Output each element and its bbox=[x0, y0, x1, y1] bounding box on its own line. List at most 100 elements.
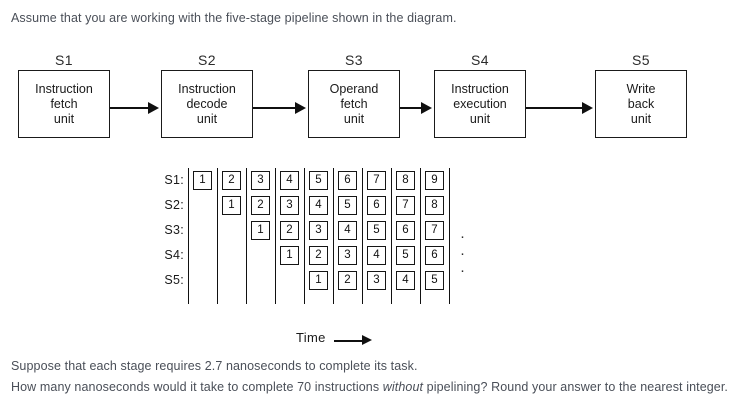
stage-box-text-line: unit bbox=[469, 111, 491, 126]
question-line-2: How many nanoseconds would it take to co… bbox=[11, 379, 728, 395]
stage-label-s4: S4 bbox=[471, 52, 489, 68]
pipeline-arrow-4 bbox=[526, 102, 595, 114]
timing-row-label-1: S1: bbox=[164, 173, 184, 187]
timing-column-rule bbox=[391, 168, 393, 304]
stage-box-text-line: Instruction bbox=[451, 81, 509, 96]
timing-cell: 6 bbox=[396, 221, 415, 240]
timing-column-rule bbox=[304, 168, 306, 304]
timing-cell: 7 bbox=[367, 171, 386, 190]
timing-column-rule bbox=[217, 168, 219, 304]
arrow-shaft bbox=[526, 107, 584, 109]
timing-cell: 6 bbox=[425, 246, 444, 265]
stage-label-s1: S1 bbox=[55, 52, 73, 68]
timing-column-rule bbox=[333, 168, 335, 304]
timing-cell: 9 bbox=[425, 171, 444, 190]
stage-box-text-line: unit bbox=[196, 111, 218, 126]
stage-box-text-line: unit bbox=[630, 111, 652, 126]
stage-box-text-line: decode bbox=[186, 96, 228, 111]
timing-cell: 7 bbox=[396, 196, 415, 215]
stage-box-text-line: back bbox=[627, 96, 655, 111]
timing-cell: 2 bbox=[280, 221, 299, 240]
timing-cell: 1 bbox=[280, 246, 299, 265]
pipeline-arrow-3 bbox=[400, 102, 434, 114]
timing-column-rule bbox=[275, 168, 277, 304]
timing-row-label-4: S4: bbox=[164, 248, 184, 262]
arrow-head-icon bbox=[421, 102, 432, 114]
stage-label-s3: S3 bbox=[345, 52, 363, 68]
timing-cell: 2 bbox=[338, 271, 357, 290]
timing-cell: 3 bbox=[280, 196, 299, 215]
timing-cell: 5 bbox=[396, 246, 415, 265]
timing-cell: 8 bbox=[396, 171, 415, 190]
timing-cell: 4 bbox=[396, 271, 415, 290]
timing-cell: 4 bbox=[280, 171, 299, 190]
timing-cell: 5 bbox=[309, 171, 328, 190]
pipeline-arrow-2 bbox=[253, 102, 308, 114]
timing-cell: 5 bbox=[367, 221, 386, 240]
timing-cell: 1 bbox=[222, 196, 241, 215]
timing-column-rule bbox=[188, 168, 190, 304]
stage-box-text-line: unit bbox=[53, 111, 75, 126]
timing-cell: 1 bbox=[309, 271, 328, 290]
timing-cell: 3 bbox=[367, 271, 386, 290]
timing-row-label-5: S5: bbox=[164, 273, 184, 287]
timing-row-labels: S1: S2: S3: S4: S5: bbox=[148, 168, 184, 293]
timing-cell: 2 bbox=[222, 171, 241, 190]
stage-box-text-line: Instruction bbox=[35, 81, 93, 96]
arrow-shaft bbox=[110, 107, 150, 109]
stage-box-text-line: unit bbox=[343, 111, 365, 126]
timing-cell: 3 bbox=[309, 221, 328, 240]
question-line-1: Suppose that each stage requires 2.7 nan… bbox=[11, 359, 418, 373]
stage-box-text-line: Write bbox=[626, 81, 656, 96]
stage-box-text-line: fetch bbox=[340, 96, 368, 111]
timing-cell: 4 bbox=[367, 246, 386, 265]
stage-label-s2: S2 bbox=[198, 52, 216, 68]
timing-cell: 7 bbox=[425, 221, 444, 240]
time-axis-label: Time bbox=[296, 330, 326, 345]
timing-cell: 2 bbox=[251, 196, 270, 215]
arrow-head-icon bbox=[295, 102, 306, 114]
question-line-2-post: pipelining? Round your answer to the nea… bbox=[423, 380, 728, 394]
timing-cell: 1 bbox=[251, 221, 270, 240]
timing-cell: 4 bbox=[309, 196, 328, 215]
time-arrow-shaft bbox=[334, 340, 366, 342]
stage-box-text-line: fetch bbox=[50, 96, 78, 111]
stage-box-text-line: Instruction bbox=[178, 81, 236, 96]
timing-cell: 3 bbox=[338, 246, 357, 265]
timing-cell: 5 bbox=[425, 271, 444, 290]
timing-cell: 2 bbox=[309, 246, 328, 265]
arrow-head-icon bbox=[582, 102, 593, 114]
stage-box-text-line: Operand bbox=[329, 81, 379, 96]
arrow-head-icon bbox=[148, 102, 159, 114]
timing-cell: 5 bbox=[338, 196, 357, 215]
arrow-shaft bbox=[253, 107, 297, 109]
timing-column-rule bbox=[449, 168, 451, 304]
timing-ellipsis: · · · bbox=[460, 228, 468, 279]
stage-label-s5: S5 bbox=[632, 52, 650, 68]
timing-row-label-2: S2: bbox=[164, 198, 184, 212]
timing-cell: 6 bbox=[367, 196, 386, 215]
question-line-2-pre: How many nanoseconds would it take to co… bbox=[11, 380, 383, 394]
timing-row-label-3: S3: bbox=[164, 223, 184, 237]
timing-cell: 8 bbox=[425, 196, 444, 215]
arrow-shaft bbox=[400, 107, 423, 109]
stage-box-text-line: execution bbox=[453, 96, 507, 111]
timing-column-rule bbox=[246, 168, 248, 304]
pipeline-arrow-1 bbox=[110, 102, 161, 114]
timing-cell: 1 bbox=[193, 171, 212, 190]
timing-cell: 4 bbox=[338, 221, 357, 240]
intro-text: Assume that you are working with the fiv… bbox=[11, 11, 457, 25]
question-line-2-emphasis: without bbox=[382, 380, 424, 394]
timing-cell: 6 bbox=[338, 171, 357, 190]
